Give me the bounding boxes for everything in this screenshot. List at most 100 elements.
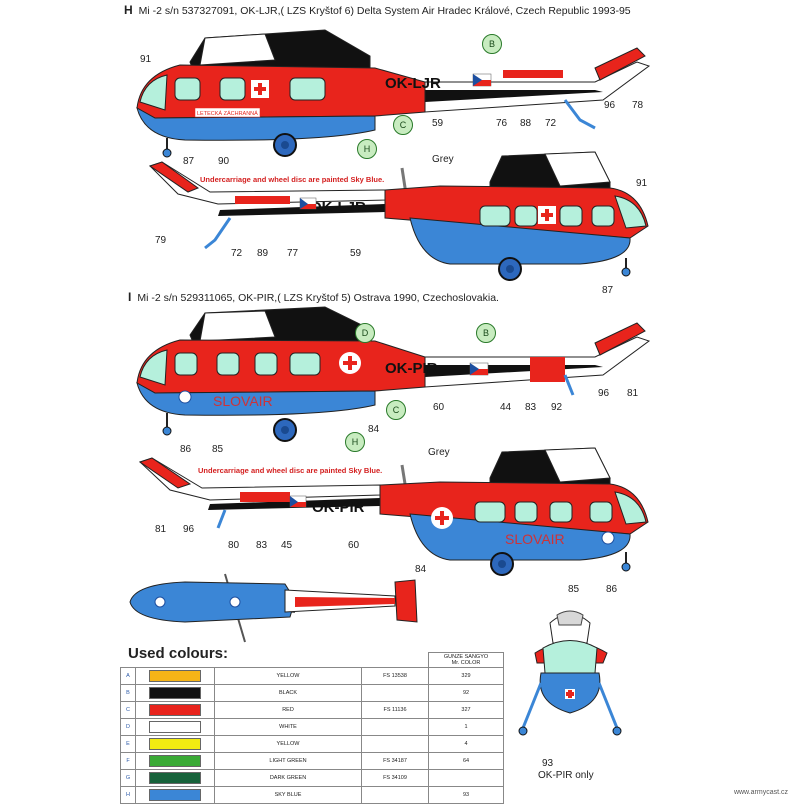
callout-i-81: 81 xyxy=(627,388,639,399)
callout-h-91: 91 xyxy=(140,54,152,65)
callout-h-78: 78 xyxy=(632,100,644,111)
callout-h-96: 96 xyxy=(604,100,616,111)
colour-letter: D xyxy=(120,718,136,736)
section-h-letter: H xyxy=(124,3,133,17)
callout-h-r-87: 87 xyxy=(602,285,614,296)
colour-gunze: 64 xyxy=(428,752,504,770)
colour-gunze: 4 xyxy=(428,735,504,753)
colour-fs: FS 34187 xyxy=(361,752,429,770)
callout-h-r-79: 79 xyxy=(155,235,167,246)
callout-i-r-80: 80 xyxy=(228,540,240,551)
colour-swatch xyxy=(149,670,201,682)
circle-label-c: C xyxy=(393,115,413,135)
table-row: G DARK GREEN FS 34109 xyxy=(120,769,504,787)
colour-fs xyxy=(361,735,429,753)
section-i-caption: Mi -2 s/n 529311065, OK-PIR,( LZS Kryšto… xyxy=(137,292,499,304)
colour-swatch xyxy=(149,704,201,716)
callout-h-90: 90 xyxy=(218,156,230,167)
callout-i-r-85: 85 xyxy=(568,584,580,595)
colour-swatch xyxy=(149,687,201,699)
header-gunze: GUNZE SANGYO Mr. COLOR xyxy=(428,652,504,668)
heli-i-left-registration: OK-PIR xyxy=(385,360,438,377)
callout-i-r-45: 45 xyxy=(281,540,293,551)
colour-letter: F xyxy=(120,752,136,770)
colour-fs xyxy=(361,718,429,736)
colour-name: LIGHT GREEN xyxy=(214,752,362,770)
header-mr-color: Mr. COLOR xyxy=(451,660,481,666)
colour-name: YELLOW xyxy=(214,667,362,685)
circle-label-h: H xyxy=(357,139,377,159)
circle-label-b-i: B xyxy=(476,323,496,343)
colour-name: BLACK xyxy=(214,684,362,702)
colour-gunze: 93 xyxy=(428,786,504,804)
header-gunze-brand: GUNZE SANGYO xyxy=(443,654,489,660)
heli-front-view xyxy=(518,610,622,736)
colour-gunze: 327 xyxy=(428,701,504,719)
colour-gunze: 92 xyxy=(428,684,504,702)
callout-i-85: 85 xyxy=(212,444,224,455)
heli-underside-view xyxy=(129,573,418,643)
callout-h-88: 88 xyxy=(520,118,532,129)
callout-i-44: 44 xyxy=(500,402,512,413)
callout-i-83: 83 xyxy=(525,402,537,413)
section-h-title: H Mi -2 s/n 537327091, OK-LJR,( LZS Kryšt… xyxy=(124,3,631,17)
callout-h-72: 72 xyxy=(545,118,557,129)
callout-i-84: 84 xyxy=(368,424,380,435)
table-row: A YELLOW FS 13538 329 xyxy=(120,667,504,685)
callout-i-r-84: 84 xyxy=(415,564,427,575)
grey-label-h: Grey xyxy=(432,154,454,165)
circle-label-c-i: C xyxy=(386,400,406,420)
colour-swatch xyxy=(149,789,201,801)
heli-h-left-profile: OK-LJR LETECKÁ ZÁCHRANNÁ SLUŽBA xyxy=(136,29,651,158)
colour-gunze: 1 xyxy=(428,718,504,736)
colour-name: RED xyxy=(214,701,362,719)
callout-h-r-77: 77 xyxy=(287,248,299,259)
callout-h-r-72: 72 xyxy=(231,248,243,259)
colour-fs xyxy=(361,786,429,804)
heli-h-right-profile: OK-LJR xyxy=(148,151,649,281)
colour-name: YELLOW xyxy=(214,735,362,753)
callout-i-92: 92 xyxy=(551,402,563,413)
colour-fs xyxy=(361,684,429,702)
table-row: E YELLOW 4 xyxy=(120,735,504,753)
colour-name: DARK GREEN xyxy=(214,769,362,787)
colours-table: GUNZE SANGYO Mr. COLOR A YELLOW FS 13538… xyxy=(120,652,504,804)
colour-swatch xyxy=(149,721,201,733)
heli-i-right-slovair: SLOVAIR xyxy=(505,531,565,547)
callout-i-r-83: 83 xyxy=(256,540,268,551)
colour-name: SKY BLUE xyxy=(214,786,362,804)
grey-label-i: Grey xyxy=(428,447,450,458)
colour-letter: G xyxy=(120,769,136,787)
colour-letter: H xyxy=(120,786,136,804)
heli-h-left-registration: OK-LJR xyxy=(385,75,441,92)
colours-table-header: GUNZE SANGYO Mr. COLOR xyxy=(120,652,504,668)
colour-fs: FS 34109 xyxy=(361,769,429,787)
callout-h-59: 59 xyxy=(432,118,444,129)
callout-i-r-81: 81 xyxy=(155,524,167,535)
section-h-caption: Mi -2 s/n 537327091, OK-LJR,( LZS Kryšto… xyxy=(138,5,631,17)
callout-h-r-89: 89 xyxy=(257,248,269,259)
heli-h-left-side-text: LETECKÁ ZÁCHRANNÁ SLUŽBA xyxy=(197,109,281,117)
circle-label-d-i: D xyxy=(355,323,375,343)
colour-gunze: 329 xyxy=(428,667,504,685)
circle-label-b: B xyxy=(482,34,502,54)
okpir-only-label: OK-PIR only xyxy=(538,770,594,781)
note-undercarriage-i: Undercarriage and wheel disc are painted… xyxy=(198,466,383,475)
heli-i-right-registration: OK-PIR xyxy=(312,499,365,516)
note-undercarriage-h: Undercarriage and wheel disc are painted… xyxy=(200,175,385,184)
colour-fs: FS 11136 xyxy=(361,701,429,719)
colour-swatch xyxy=(149,738,201,750)
callout-h-r-59: 59 xyxy=(350,248,362,259)
colour-fs: FS 13538 xyxy=(361,667,429,685)
table-row: C RED FS 11136 327 xyxy=(120,701,504,719)
table-row: F LIGHT GREEN FS 34187 64 xyxy=(120,752,504,770)
heli-i-left-slovair: SLOVAIR xyxy=(213,393,273,409)
colour-swatch xyxy=(149,755,201,767)
colour-gunze xyxy=(428,769,504,787)
callout-i-96: 96 xyxy=(598,388,610,399)
colour-swatch xyxy=(149,772,201,784)
callout-i-86: 86 xyxy=(180,444,192,455)
colour-letter: A xyxy=(120,667,136,685)
heli-i-left-profile: OK-PIR SLOVAIR xyxy=(136,306,651,442)
callout-h-r-91: 91 xyxy=(636,178,648,189)
